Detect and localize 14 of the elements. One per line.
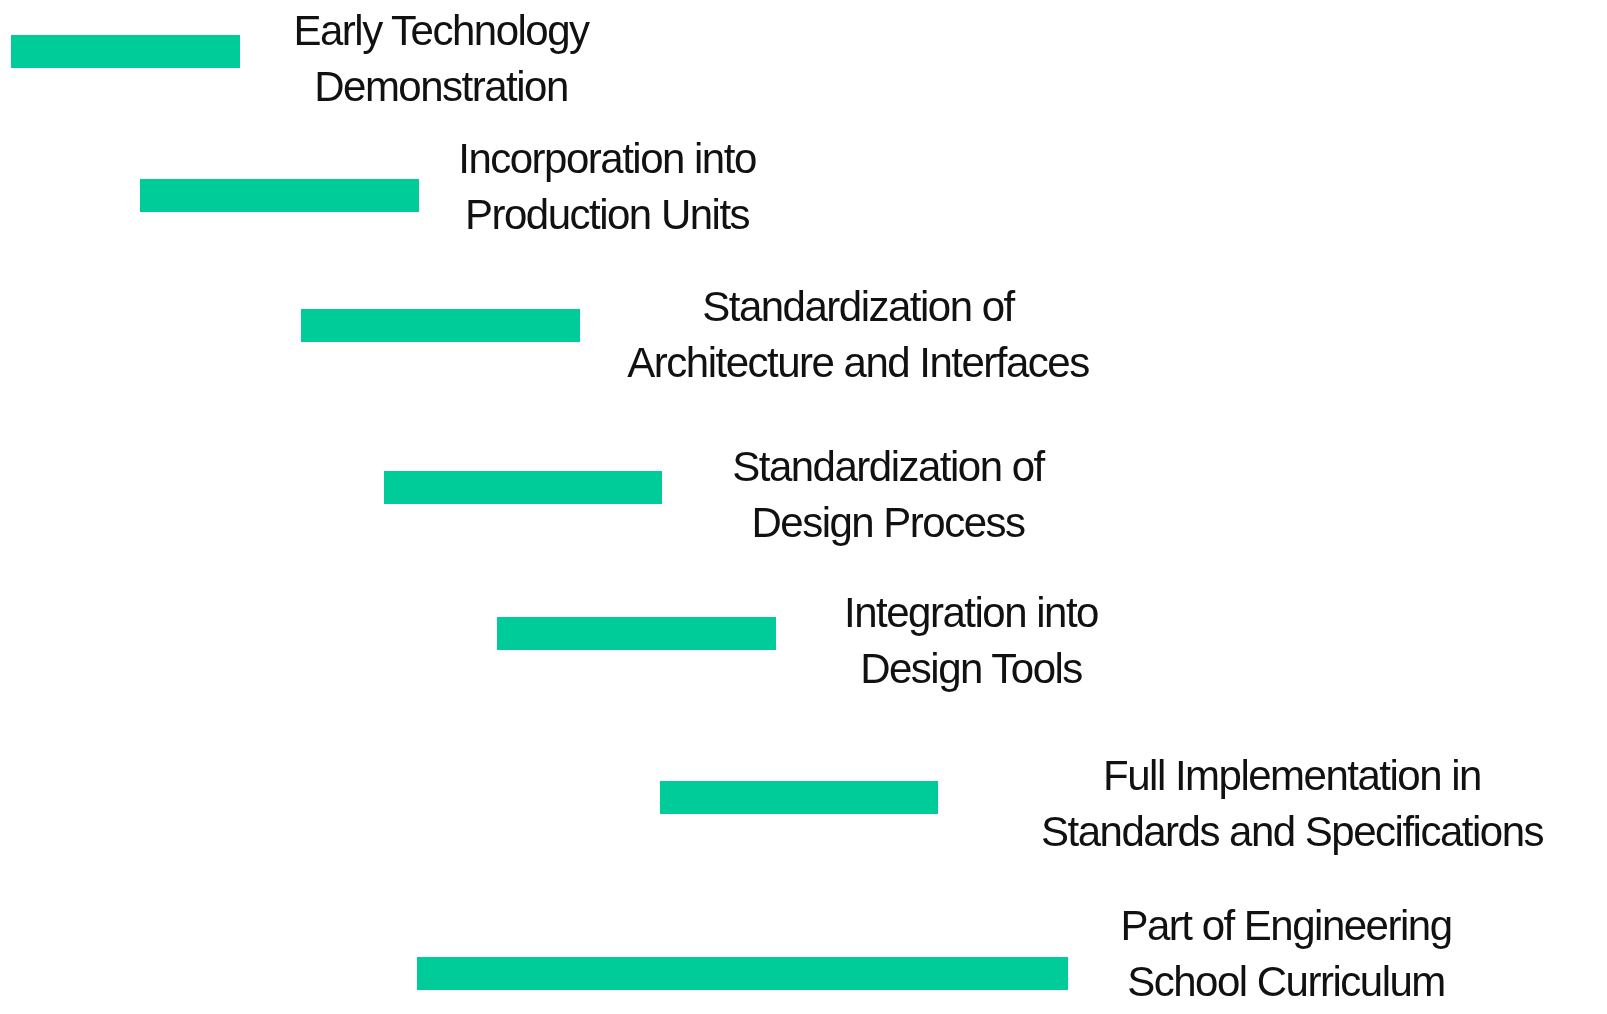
timeline-bar: [497, 617, 776, 650]
bar-label: Full Implementation in Standards and Specifications: [1040, 751, 1544, 857]
timeline-bar: [660, 781, 938, 814]
bar-label: Early Technology Demonstration: [292, 6, 591, 112]
timeline-bar: [417, 957, 1068, 990]
bar-label: Part of Engineering School Curriculum: [1119, 901, 1453, 1007]
timeline-bar: [384, 471, 662, 504]
timeline-bar: [301, 309, 580, 342]
timeline-bar: [11, 35, 240, 68]
bar-label: Standardization of Architecture and Interfaces: [626, 282, 1090, 388]
bar-label: Integration into Design Tools: [843, 588, 1099, 694]
timeline-bar: [140, 179, 419, 212]
bar-label: Standardization of Design Process: [731, 442, 1046, 548]
bar-label: Incorporation into Production Units: [457, 134, 757, 240]
